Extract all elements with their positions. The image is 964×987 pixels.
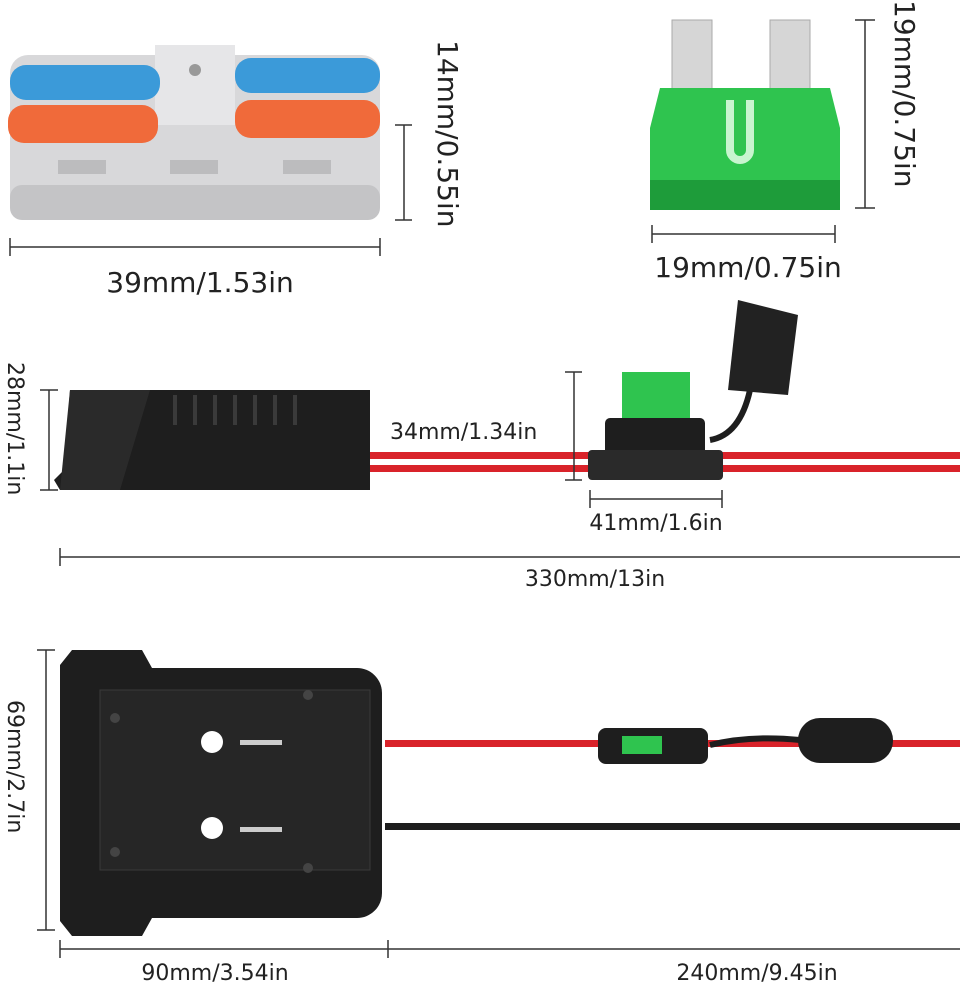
cable-total-length-line [59,548,960,566]
fuse-holder-height-label: 34mm/1.34in [390,420,537,445]
connector-width-label: 39mm/1.53in [106,266,293,299]
adapter-height-label: 28mm/1.1in [2,362,27,495]
lever-wire-connector [8,45,380,220]
battery-adapter-width-label: 90mm/3.54in [141,961,288,986]
battery-adapter-height-label: 69mm/2.7in [2,700,27,833]
fuse-holder-height-line [565,371,582,481]
fuse-height-label: 19mm/0.75in [888,0,921,187]
inline-adapter-cable [54,300,960,490]
connector-height-label: 14mm/0.55in [431,40,464,227]
battery-length-line [59,940,960,958]
battery-adapter-height-line [37,649,55,931]
connector-width-line [9,238,381,256]
fuse-width-label: 19mm/0.75in [654,251,841,284]
fuse-height-line [855,19,875,209]
cable-total-length-label: 330mm/13in [525,567,665,592]
battery-adapter [60,650,960,936]
fuse-holder-width-line [589,490,723,508]
cable-length-label: 240mm/9.45in [676,961,837,986]
connector-height-line [395,124,412,221]
fuse-holder-width-label: 41mm/1.6in [589,511,722,536]
blade-fuse [650,19,840,210]
fuse-width-line [651,225,836,243]
adapter-height-line [40,389,58,491]
